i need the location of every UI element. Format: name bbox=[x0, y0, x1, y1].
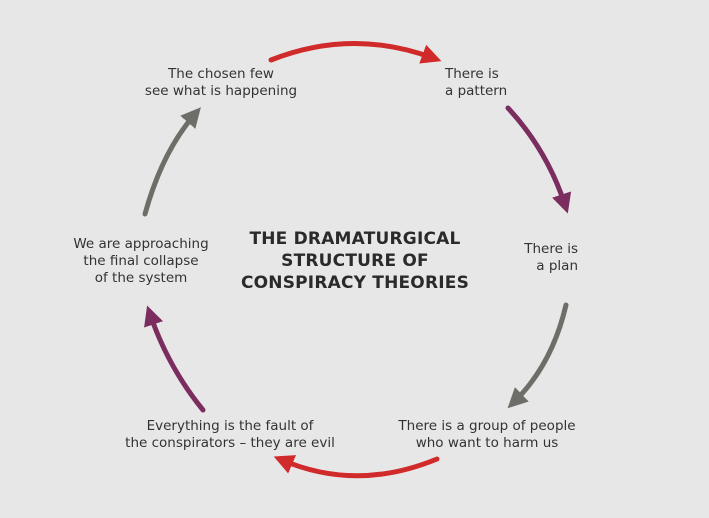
title-line: THE DRAMATURGICAL bbox=[249, 229, 461, 249]
stage-line: The chosen few bbox=[168, 66, 274, 82]
arrow-plan-to-group bbox=[507, 302, 569, 409]
title-line: STRUCTURE OF bbox=[281, 251, 429, 271]
arrow-pattern-to-plan bbox=[505, 105, 572, 214]
stage-line: who want to harm us bbox=[415, 435, 559, 451]
stage-line: the final collapse bbox=[83, 253, 199, 269]
arrow-chosen-to-pattern bbox=[268, 41, 442, 64]
stage-line: There is bbox=[445, 66, 499, 82]
arrow-collapse-to-chosen bbox=[142, 107, 201, 217]
stage-line: see what is happening bbox=[144, 83, 298, 99]
stage-pattern: There is a pattern bbox=[445, 66, 507, 100]
stage-fault: Everything is the fault of the conspirat… bbox=[110, 418, 350, 452]
stage-collapse: We are approaching the final collapse of… bbox=[58, 236, 224, 287]
arrow-fault-to-collapse bbox=[144, 305, 206, 413]
stage-line: of the system bbox=[94, 270, 188, 286]
stage-line: There is a group of people bbox=[398, 418, 576, 434]
arrow-group-to-fault bbox=[273, 455, 440, 479]
stage-line: a plan bbox=[536, 258, 578, 274]
stage-group: There is a group of people who want to h… bbox=[384, 418, 590, 452]
stage-line: a pattern bbox=[445, 83, 508, 99]
stage-plan: There is a plan bbox=[516, 241, 578, 275]
stage-line: the conspirators – they are evil bbox=[125, 435, 335, 451]
diagram-title: THE DRAMATURGICAL STRUCTURE OF CONSPIRAC… bbox=[230, 228, 480, 294]
stage-line: Everything is the fault of bbox=[146, 418, 314, 434]
stage-line: There is bbox=[524, 241, 578, 257]
title-line: CONSPIRACY THEORIES bbox=[240, 273, 470, 293]
stage-chosen-few: The chosen few see what is happening bbox=[136, 66, 306, 100]
stage-line: We are approaching bbox=[73, 236, 209, 252]
